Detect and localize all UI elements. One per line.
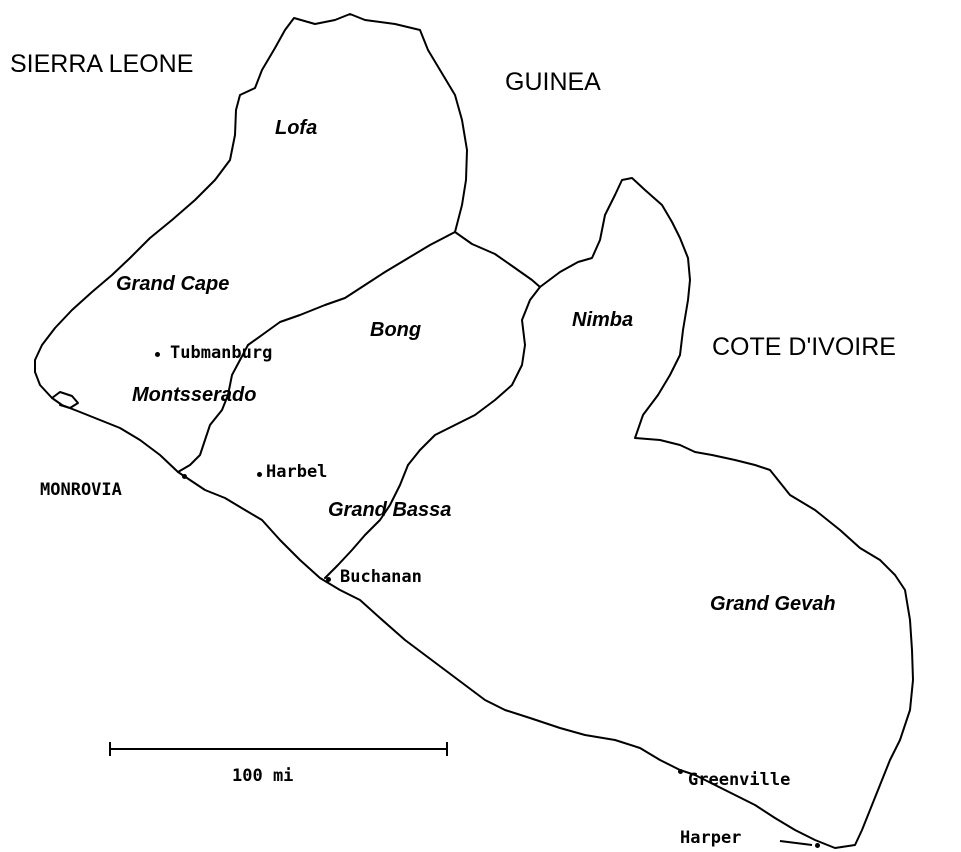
city-marker-harper (815, 843, 820, 848)
label-cote-divoire: COTE D'IVOIRE (712, 333, 896, 361)
harper-pointer (779, 840, 813, 846)
city-marker-tubmanburg (155, 352, 160, 357)
label-grand-gevah: Grand Gevah (710, 593, 836, 615)
label-harper: Harper (680, 828, 742, 848)
scale-bar (109, 742, 448, 756)
county-boundary-bong-nimba (407, 286, 541, 466)
country-outline (34, 13, 914, 849)
label-montsserado: Montsserado (132, 384, 257, 406)
label-harbel: Harbel (266, 462, 328, 482)
label-lofa: Lofa (275, 117, 318, 139)
city-marker-greenville (678, 769, 683, 774)
scale-bar-label: 100 mi (232, 766, 294, 786)
county-boundary-bassa (324, 464, 409, 579)
county-boundary-lofa (247, 231, 456, 346)
label-greenville: Greenville (688, 770, 791, 790)
label-grand-bassa: Grand Bassa (328, 499, 452, 521)
label-bong: Bong (370, 319, 422, 341)
county-boundary-grand-cape (177, 344, 249, 473)
label-tubmanburg: Tubmanburg (170, 343, 273, 363)
label-grand-cape: Grand Cape (116, 273, 230, 295)
label-monrovia: MONROVIA (40, 480, 122, 500)
label-sierra-leone: SIERRA LEONE (10, 50, 194, 78)
city-marker-harbel (257, 472, 262, 477)
label-nimba: Nimba (572, 309, 634, 331)
label-buchanan: Buchanan (340, 567, 422, 587)
label-guinea: GUINEA (505, 68, 601, 96)
city-marker-buchanan (326, 577, 331, 582)
coastal-inlet (51, 391, 79, 409)
city-marker-monrovia (182, 474, 187, 479)
